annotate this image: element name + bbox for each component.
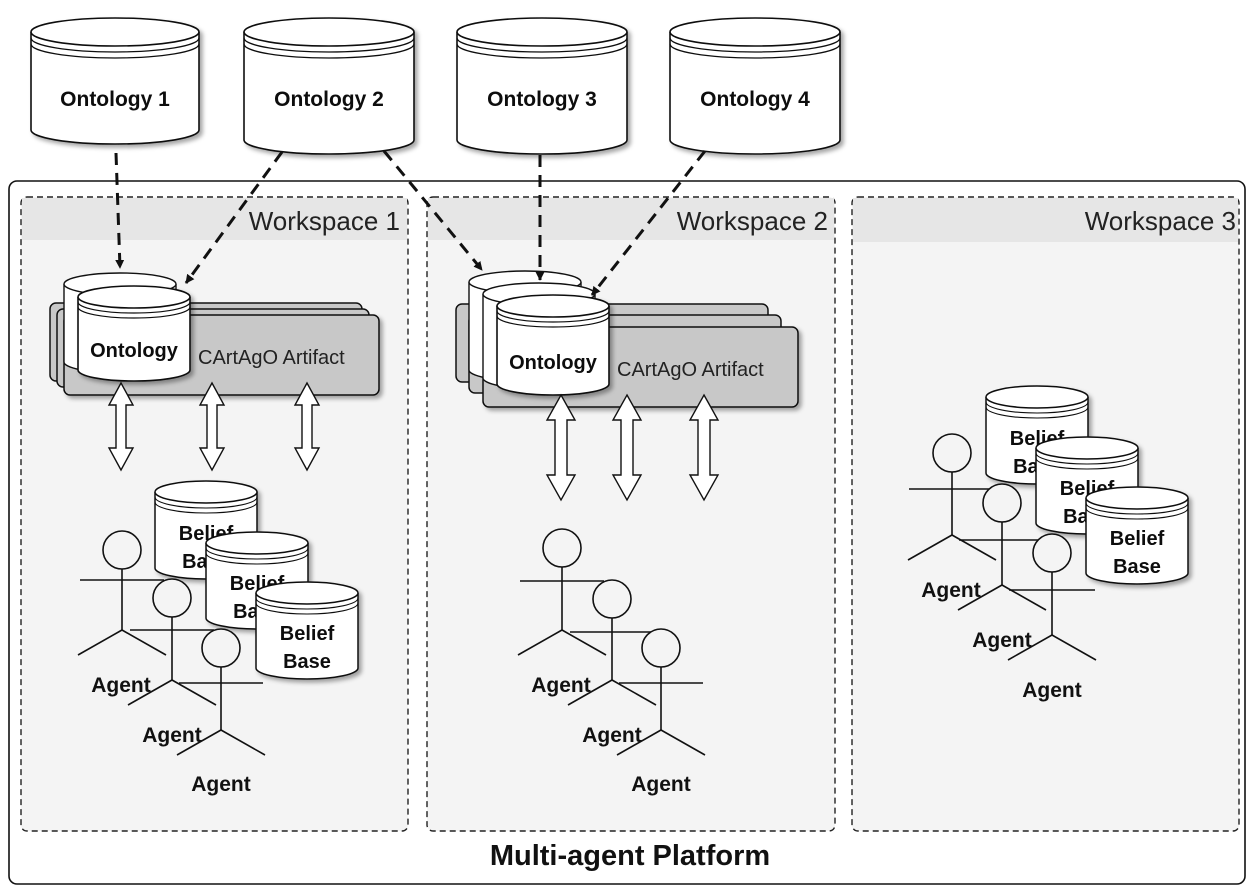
ontology-database: Ontology xyxy=(77,285,191,382)
agent-icon xyxy=(616,628,706,756)
belief-base-label: Belief xyxy=(1110,528,1165,550)
agent-icon xyxy=(127,578,217,706)
agent-icon xyxy=(77,530,167,656)
double-arrow-icon xyxy=(198,381,226,472)
arrow-ontology-2-to-ws1 xyxy=(184,151,284,284)
agent-label: Agent xyxy=(972,629,1032,652)
ontology-3-database: Ontology 3 xyxy=(456,17,628,155)
ontology-label: Ontology 2 xyxy=(274,88,384,111)
artifact-stack-ws1: Ontology CArtAgO Artifact xyxy=(49,272,380,396)
platform-label: Multi-agent Platform xyxy=(490,840,770,872)
ontology-1-database: Ontology 1 xyxy=(30,17,200,145)
agent-label: Agent xyxy=(1022,679,1082,702)
ontology-label: Ontology 4 xyxy=(700,88,810,111)
ontology-label: Ontology 3 xyxy=(487,88,597,111)
belief-base-label: Belief xyxy=(280,623,335,645)
agent-icon xyxy=(1007,533,1097,661)
ontology-label: Ontology 1 xyxy=(60,88,170,111)
double-arrow-icon xyxy=(688,393,720,502)
agent-label: Agent xyxy=(91,674,151,697)
belief-base-ws1-3: Belief Base xyxy=(255,581,359,680)
agent-label: Agent xyxy=(582,724,642,747)
agent-icon xyxy=(517,528,607,656)
workspace-title: Workspace 2 xyxy=(677,206,828,236)
artifact-label: CArtAgO Artifact xyxy=(617,359,764,381)
belief-base-label: Base xyxy=(1113,556,1161,578)
workspace-title: Workspace 3 xyxy=(1085,206,1236,236)
ontology-import-arrows xyxy=(114,150,707,296)
double-arrow-icon xyxy=(545,393,577,502)
agent-label: Agent xyxy=(921,579,981,602)
agent-icon xyxy=(567,579,657,706)
ontology-label: Ontology xyxy=(509,352,598,374)
agent-artifact-arrows-ws2 xyxy=(545,393,720,502)
workspace-title: Workspace 1 xyxy=(249,206,400,236)
arrow-ontology-4-to-ws2 xyxy=(590,150,707,296)
double-arrow-icon xyxy=(293,381,321,472)
ontology-database: Ontology xyxy=(496,294,610,396)
artifact-stack-ws2: Ontology CArtAgO Artifact xyxy=(455,270,799,408)
belief-base-ws3-3: Belief Base xyxy=(1085,486,1189,585)
arrow-ontology-2-to-ws2 xyxy=(382,150,484,271)
double-arrow-icon xyxy=(611,393,643,502)
agent-icon xyxy=(176,628,266,756)
agent-artifact-arrows-ws1 xyxy=(107,381,321,472)
double-arrow-icon xyxy=(107,381,135,472)
belief-base-label: Base xyxy=(283,651,331,673)
artifact-label: CArtAgO Artifact xyxy=(198,347,345,369)
ontology-label: Ontology xyxy=(90,340,179,362)
agent-icon xyxy=(907,433,997,561)
agent-label: Agent xyxy=(631,773,691,796)
ontology-4-database: Ontology 4 xyxy=(669,17,841,155)
agent-label: Agent xyxy=(191,773,251,796)
agent-label: Agent xyxy=(142,724,202,747)
agent-icon xyxy=(957,483,1047,611)
ontology-2-database: Ontology 2 xyxy=(243,17,415,155)
agent-label: Agent xyxy=(531,674,591,697)
